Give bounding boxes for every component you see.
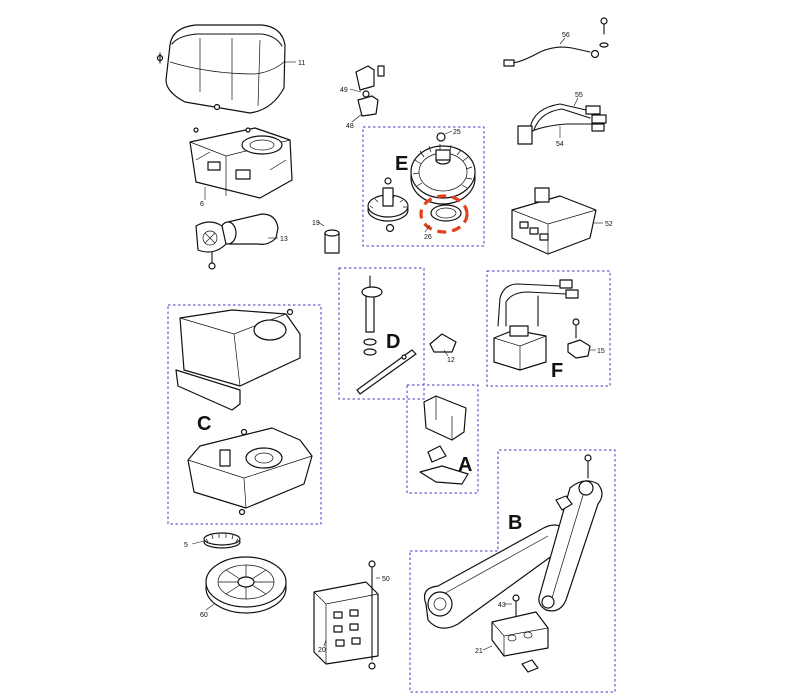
part-number-25: 25 — [453, 129, 461, 136]
group-a-box — [406, 384, 479, 494]
group-d-box — [338, 267, 425, 400]
part-number-13: 13 — [280, 236, 288, 243]
control-board-part-52: 52 — [511, 187, 613, 255]
part-number-48: 48 — [346, 123, 354, 130]
cover-part-11: 11 — [156, 24, 305, 114]
group-label-f: F — [551, 360, 563, 382]
part-number-26: 26 — [424, 234, 432, 241]
group-f-box — [486, 270, 611, 387]
part-number-5: 5 — [184, 542, 188, 549]
part-number-54: 54 — [556, 141, 564, 148]
group-label-c: C — [197, 413, 211, 435]
gear-assembly-e: 25 26 — [367, 129, 476, 241]
part-number-21: 21 — [475, 648, 483, 655]
part-number-50: 50 — [382, 576, 390, 583]
part-number-6: 6 — [200, 201, 204, 208]
pulley-part-60: 60 — [200, 556, 287, 619]
group-e-box — [362, 126, 485, 247]
part-number-56: 56 — [562, 32, 570, 39]
part-number-20: 20 — [318, 647, 326, 654]
part-number-15: 15 — [597, 348, 605, 355]
part-number-11: 11 — [298, 60, 305, 67]
motor-part-13: 13 — [195, 213, 288, 270]
shaft-assembly-d: 12 — [356, 275, 457, 395]
group-c-box — [167, 304, 322, 525]
cable-part-56: 56 — [503, 17, 609, 67]
part-number-12: 12 — [447, 357, 455, 364]
group-b-box — [409, 449, 616, 693]
part-number-60: 60 — [200, 612, 208, 619]
part-number-55: 55 — [575, 92, 583, 99]
group-label-e: E — [395, 153, 408, 175]
highlight-ring — [419, 194, 469, 234]
transformer-assembly-f: 15 — [493, 279, 605, 371]
mounting-plate-parts-20-50: 50 20 — [313, 560, 390, 670]
group-label-b: B — [508, 512, 522, 534]
group-label-a: A — [458, 454, 472, 476]
gear-ring-part-5: 5 — [184, 532, 241, 549]
arm-linkage-b: 43 21 — [423, 454, 603, 673]
part-number-19: 19 — [312, 220, 320, 227]
motor-base-part-6: 6 — [189, 127, 293, 208]
spacer-part-19: 19 — [312, 220, 340, 254]
switch-parts-48-49: 49 48 — [340, 65, 385, 130]
group-label-d: D — [386, 331, 400, 353]
part-number-52: 52 — [605, 221, 613, 228]
wire-harness-parts-54-55: 55 54 — [517, 92, 607, 148]
part-number-43: 43 — [498, 602, 506, 609]
part-number-49: 49 — [340, 87, 348, 94]
bracket-assembly-a — [419, 395, 469, 485]
housing-assembly-c — [175, 308, 313, 516]
